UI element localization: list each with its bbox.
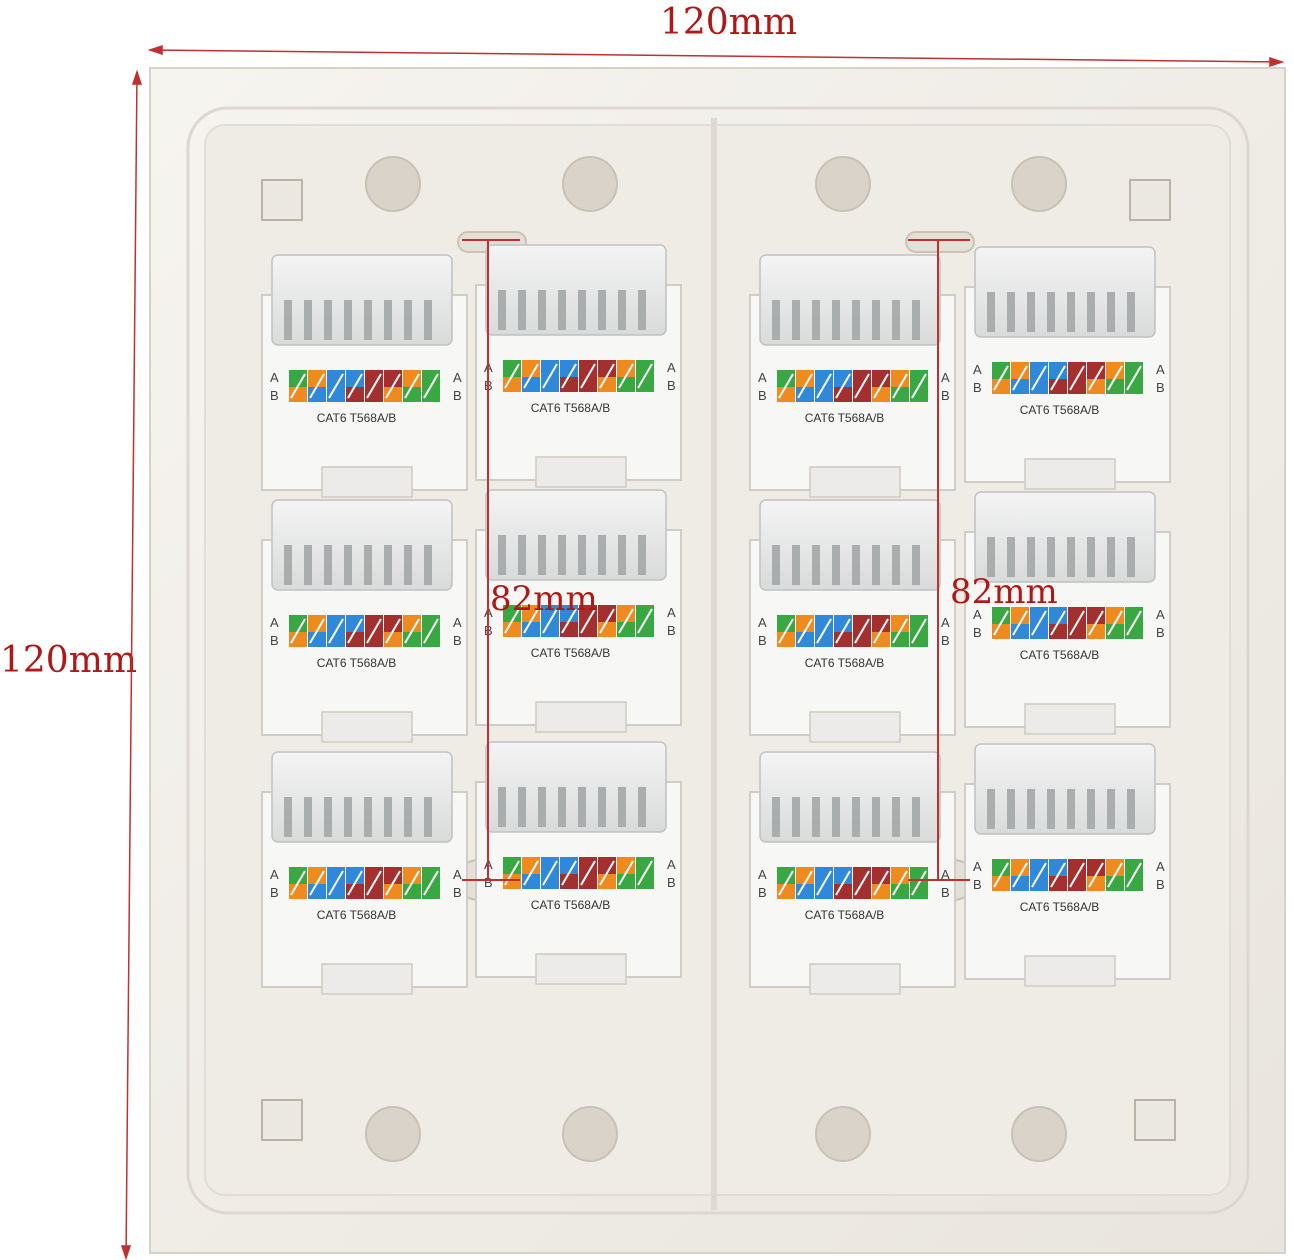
side-a-label: A (758, 615, 767, 630)
side-a-label: A (758, 370, 767, 385)
side-b-label: B (941, 885, 950, 900)
side-a-label: A (270, 867, 279, 882)
side-b-label: B (453, 633, 462, 648)
side-a-label: A (758, 867, 767, 882)
module-label: CAT6 T568A/B (805, 908, 885, 922)
module-label: CAT6 T568A/B (1020, 648, 1100, 662)
module-label: CAT6 T568A/B (531, 401, 611, 415)
side-a-label: A (1156, 607, 1165, 622)
side-b-label: B (758, 633, 767, 648)
side-a-label: A (453, 615, 462, 630)
side-a-label: A (973, 859, 982, 874)
side-b-label: B (758, 885, 767, 900)
side-b-label: B (667, 875, 676, 890)
module-label: CAT6 T568A/B (805, 411, 885, 425)
module-label: CAT6 T568A/B (805, 656, 885, 670)
side-b-label: B (270, 633, 279, 648)
width-dimension-label: 120mm (660, 2, 797, 43)
side-a-label: A (453, 370, 462, 385)
side-b-label: B (667, 378, 676, 393)
module-label: CAT6 T568A/B (317, 908, 397, 922)
side-b-label: B (941, 388, 950, 403)
side-a-label: A (270, 370, 279, 385)
module-label: CAT6 T568A/B (317, 411, 397, 425)
side-a-label: A (1156, 362, 1165, 377)
side-b-label: B (453, 388, 462, 403)
side-b-label: B (270, 885, 279, 900)
module-label: CAT6 T568A/B (1020, 403, 1100, 417)
spacing-dimension-lines (462, 239, 970, 881)
module-label: CAT6 T568A/B (531, 898, 611, 912)
side-b-label: B (973, 625, 982, 640)
side-a-label: A (270, 615, 279, 630)
side-a-label: A (667, 360, 676, 375)
side-a-label: A (941, 615, 950, 630)
height-dimension-label: 120mm (0, 640, 137, 681)
side-b-label: B (973, 877, 982, 892)
side-b-label: B (270, 388, 279, 403)
side-b-label: B (453, 885, 462, 900)
side-b-label: B (1156, 380, 1165, 395)
spacing-label-left: 82mm (490, 579, 598, 619)
side-a-label: A (1156, 859, 1165, 874)
side-a-label: A (941, 867, 950, 882)
module-label: CAT6 T568A/B (1020, 900, 1100, 914)
side-b-label: B (667, 623, 676, 638)
side-a-label: A (941, 370, 950, 385)
side-a-label: A (667, 605, 676, 620)
mounting-holes (365, 156, 1067, 1162)
side-b-label: B (1156, 877, 1165, 892)
side-a-label: A (973, 607, 982, 622)
side-b-label: B (941, 633, 950, 648)
side-a-label: A (973, 362, 982, 377)
module-label: CAT6 T568A/B (317, 656, 397, 670)
side-b-label: B (758, 388, 767, 403)
side-a-label: A (453, 867, 462, 882)
side-b-label: B (973, 380, 982, 395)
side-b-label: B (1156, 625, 1165, 640)
spacing-label-right: 82mm (950, 572, 1058, 612)
module-label: CAT6 T568A/B (531, 646, 611, 660)
side-b-label: B (484, 875, 493, 890)
dimension-lines (120, 44, 1285, 1260)
side-a-label: A (667, 857, 676, 872)
corner-clips (261, 179, 1176, 1141)
